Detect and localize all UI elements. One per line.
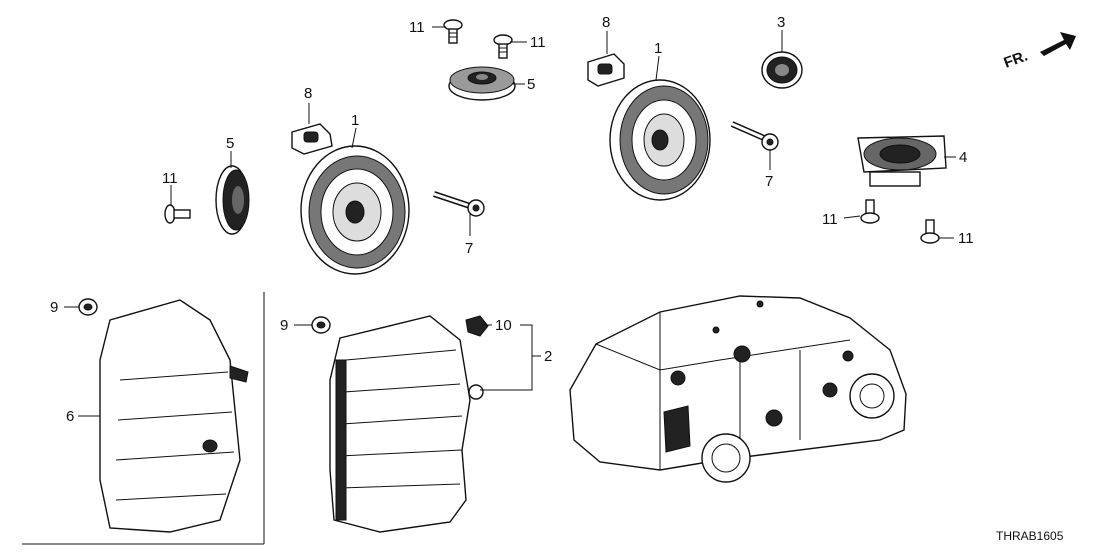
speaker-part-1-right: [609, 79, 711, 201]
front-direction-label: FR.: [1002, 48, 1031, 72]
clip-part-10: [465, 315, 489, 337]
callout-11-right-b: 11: [958, 230, 974, 247]
speaker-part-1-left: [300, 145, 410, 275]
callout-8-left: 8: [304, 85, 312, 102]
screw-part-11-top-center: [493, 34, 513, 59]
grommet-part-9-left: [78, 298, 98, 316]
bolt-part-7-left: [433, 191, 485, 217]
callout-1-right: 1: [654, 40, 662, 57]
callout-2: 2: [544, 348, 552, 365]
grommet-part-9-center: [311, 316, 331, 334]
callout-1-left: 1: [351, 112, 359, 129]
callout-7-right: 7: [765, 173, 773, 190]
speaker-box-part-6: [99, 299, 249, 533]
bracket-part-8-right: [587, 53, 625, 87]
callout-5-top: 5: [527, 76, 535, 93]
callout-5-left: 5: [226, 135, 234, 152]
callout-8-right: 8: [602, 14, 610, 31]
callout-11-right-a: 11: [822, 211, 838, 228]
vehicle-illustration: [569, 295, 907, 483]
screw-part-11-top-left: [443, 19, 463, 44]
screw-part-11-left: [164, 204, 191, 224]
diagram-code: THRAB1605: [996, 529, 1064, 543]
leader-lines: [64, 26, 956, 417]
tweeter-part-3: [761, 51, 803, 89]
callout-11-top-center: 11: [530, 34, 546, 51]
bolt-part-7-right: [730, 121, 779, 151]
tweeter-part-5-top: [448, 66, 516, 101]
callout-9-center: 9: [280, 317, 288, 334]
front-direction-arrow: [1040, 32, 1076, 56]
speaker-part-4: [857, 135, 947, 187]
bracket-part-8-left: [291, 123, 333, 155]
callout-3: 3: [777, 14, 785, 31]
screw-part-11-right-b: [920, 219, 940, 244]
screw-part-11-right-a: [860, 199, 880, 224]
callout-9-left: 9: [50, 299, 58, 316]
callout-6: 6: [66, 408, 74, 425]
callout-11-top-left: 11: [409, 19, 425, 36]
callout-7-left: 7: [465, 240, 473, 257]
callout-11-left: 11: [162, 170, 178, 187]
tweeter-part-5-left: [215, 165, 250, 235]
callout-10: 10: [495, 317, 512, 334]
speaker-assembly-part-2: [329, 315, 484, 533]
callout-4: 4: [959, 149, 967, 166]
